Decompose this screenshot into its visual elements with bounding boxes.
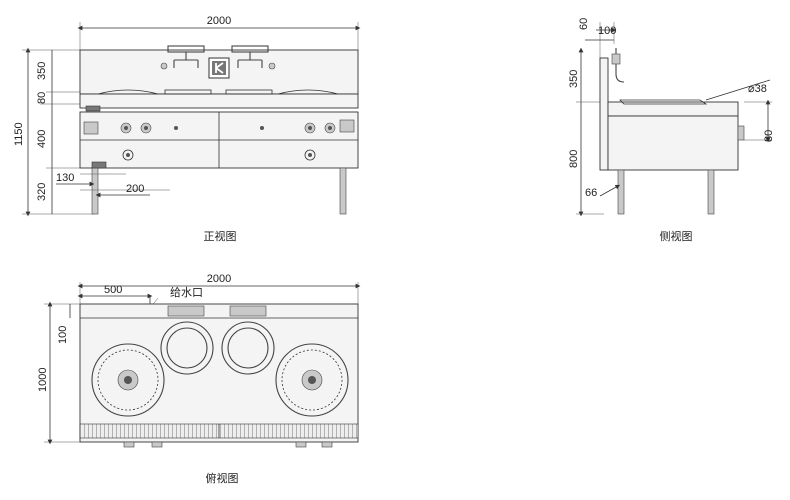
side-view-caption: 侧视图 <box>660 229 693 243</box>
side-view: 100 60 350 800 ⌀38 80 66 侧视图 <box>568 18 775 243</box>
side-dim-80: 80 <box>763 130 775 142</box>
top-view-caption: 俯视图 <box>206 471 239 485</box>
dim-320: 320 <box>36 183 48 201</box>
pot-left <box>160 321 214 375</box>
dim-350: 350 <box>36 62 48 80</box>
top-depth-label: 1000 <box>37 368 49 392</box>
leg-offset-label: 130 <box>56 172 74 184</box>
side-diameter-label: ⌀38 <box>748 83 767 95</box>
side-dim-60: 60 <box>578 18 590 30</box>
front-width-label: 2000 <box>207 15 231 27</box>
leg-gap-label: 200 <box>126 183 144 195</box>
side-dim-100: 100 <box>598 25 616 37</box>
front-view-caption: 正视图 <box>204 229 237 243</box>
dim-400: 400 <box>36 130 48 148</box>
top-width-label: 2000 <box>207 273 231 285</box>
pot-right <box>221 321 275 375</box>
side-dim-350: 350 <box>568 70 580 88</box>
dim-1150: 1150 <box>13 122 25 146</box>
burner-right <box>275 343 349 417</box>
water-inlet-label: 给水口 <box>170 286 203 299</box>
top-view: 2000 500 给水口 1000 100 <box>37 273 361 485</box>
front-left-dims: 350 80 400 1150 320 <box>13 62 48 201</box>
dim-80: 80 <box>36 92 48 104</box>
burner-left <box>91 343 165 417</box>
side-dim-66: 66 <box>585 187 597 199</box>
side-dim-800: 800 <box>568 150 580 168</box>
front-view: 2000 350 80 400 1150 320 <box>13 15 361 243</box>
top-back-strip-label: 100 <box>57 326 69 344</box>
front-knobs <box>123 441 333 448</box>
inlet-offset-label: 500 <box>104 284 122 296</box>
